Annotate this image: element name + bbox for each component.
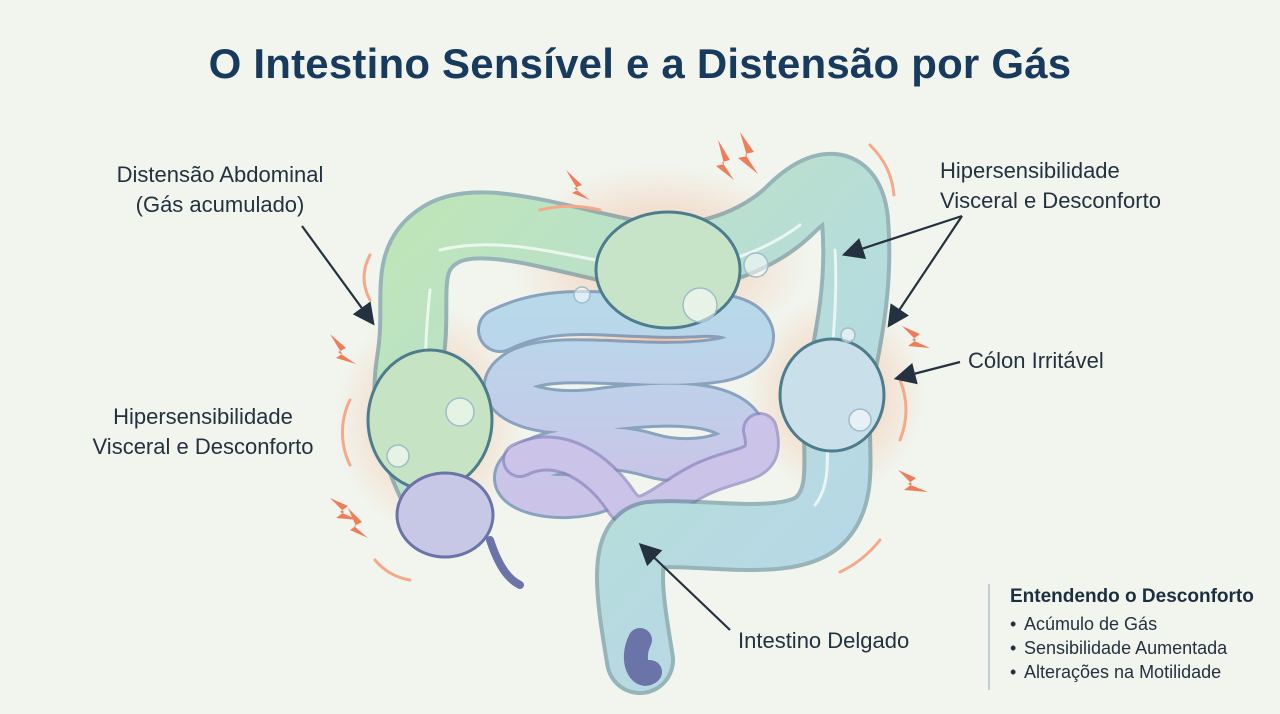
legend-title: Entendendo o Desconforto — [1010, 586, 1254, 607]
gas-bubble-icon — [743, 252, 769, 278]
lightning-icon — [330, 334, 356, 364]
legend-list: • Acúmulo de Gás • Sensibilidade Aumentada… — [1010, 612, 1268, 684]
discomfort-waves — [341, 143, 908, 582]
arrow-icon — [301, 225, 375, 326]
gas-bubbles — [386, 252, 872, 468]
lightning-icon — [738, 132, 758, 174]
gas-bubble-icon — [840, 327, 856, 343]
bullet-icon: • — [1010, 614, 1017, 634]
lightning-icon — [330, 498, 358, 520]
arrow-icon — [841, 214, 963, 259]
page-title: O Intestino Sensível e a Distensão por G… — [208, 40, 1072, 87]
lightning-icon — [902, 326, 930, 348]
legend-item: • Alterações na Motilidade — [1010, 660, 1268, 684]
label-line: Hipersensibilidade — [940, 158, 1120, 183]
label-line: Distensão Abdominal — [116, 162, 324, 187]
label-colon-irritavel: Cólon Irritável — [968, 348, 1104, 373]
bulge-cecum — [395, 471, 495, 559]
lightning-icon — [716, 140, 734, 180]
label-hipersensibilidade-right: Hipersensibilidade Visceral e Desconfort… — [940, 156, 1190, 216]
legend-item: • Acúmulo de Gás — [1010, 612, 1268, 636]
lightning-icon — [348, 508, 368, 538]
label-intestino-delgado: Intestino Delgado — [738, 628, 910, 653]
legend-item-text: Acúmulo de Gás — [1024, 614, 1158, 634]
lightning-icon — [898, 470, 928, 492]
gas-bubble-icon — [386, 444, 410, 468]
label-line: Visceral e Desconforto — [940, 188, 1161, 213]
gas-bubble-icon — [848, 408, 872, 432]
legend-box: Entendendo o Desconforto • Acúmulo de Gás… — [988, 584, 1268, 690]
label-distensao-abdominal: Distensão Abdominal (Gás acumulado) — [100, 160, 340, 220]
legend-item-text: Sensibilidade Aumentada — [1024, 638, 1228, 658]
bullet-icon: • — [1010, 662, 1017, 682]
small-intestine — [477, 290, 780, 531]
label-line: Hipersensibilidade — [113, 404, 293, 429]
label-line: (Gás acumulado) — [135, 192, 305, 217]
gas-bubble-icon — [573, 286, 591, 304]
pointer-arrows — [301, 214, 963, 631]
legend-item: • Sensibilidade Aumentada — [1010, 636, 1268, 660]
bullet-icon: • — [1010, 638, 1017, 658]
bulge-left — [366, 348, 494, 492]
gas-bubble-icon — [445, 397, 475, 427]
legend-item-text: Alterações na Motilidade — [1024, 662, 1222, 682]
label-line: Visceral e Desconforto — [92, 434, 314, 459]
bulge-top — [594, 210, 742, 330]
lightning-icon — [566, 170, 590, 200]
arrow-icon — [887, 215, 963, 328]
arrow-icon — [638, 542, 731, 631]
pain-lightning — [330, 132, 930, 538]
label-hipersensibilidade-left: Hipersensibilidade Visceral e Desconfort… — [78, 402, 328, 462]
bulge-right — [778, 337, 886, 453]
gas-bubble-icon — [682, 287, 718, 323]
arrow-icon — [893, 360, 961, 385]
